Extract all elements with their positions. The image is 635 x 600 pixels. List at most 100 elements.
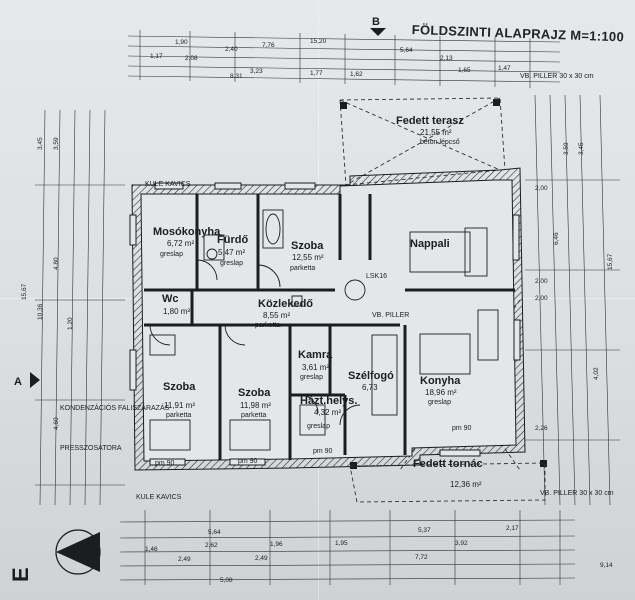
svg-text:2,00: 2,00	[535, 295, 548, 302]
svg-text:parketta: parketta	[290, 265, 315, 272]
svg-text:1,20: 1,20	[67, 317, 74, 330]
svg-text:parketta: parketta	[241, 412, 266, 419]
svg-text:5,64: 5,64	[400, 47, 413, 54]
porch-outline	[349, 462, 546, 503]
bottom-dimension-values: 5,64 5,37 2,17 2,62 1,96 1,95 3,92 2,49 …	[145, 525, 613, 584]
svg-text:3,59: 3,59	[563, 142, 570, 155]
svg-text:1,80 m²: 1,80 m²	[163, 307, 190, 316]
room-kamra: Kamra 3,61 m² greslap	[298, 349, 333, 381]
svg-text:6,72 m²: 6,72 m²	[167, 239, 194, 248]
label-vb-piller-bottom: VB. PILLER 30 x 30 cm	[540, 490, 614, 497]
svg-text:Szélfogó: Szélfogó	[348, 370, 394, 382]
label-pm90: pm 90	[313, 448, 333, 455]
svg-text:1,90: 1,90	[175, 39, 188, 46]
svg-text:10,36: 10,36	[37, 303, 44, 320]
svg-text:2,00: 2,00	[535, 278, 548, 285]
svg-text:1,95: 1,95	[335, 540, 348, 547]
svg-text:parketta: parketta	[255, 322, 280, 329]
svg-text:3,45: 3,45	[37, 137, 44, 150]
svg-text:Szoba: Szoba	[291, 240, 324, 252]
room-szelfogo: Szélfogó 6,73	[348, 370, 394, 392]
svg-text:1,47: 1,47	[498, 65, 511, 72]
svg-text:3,45: 3,45	[578, 142, 585, 155]
svg-text:9,14: 9,14	[600, 562, 613, 569]
room-konyha: Konyha 18,96 m² greslap	[420, 375, 461, 406]
svg-text:1,96: 1,96	[270, 541, 283, 548]
section-marker-b: B	[370, 16, 386, 36]
svg-text:8,55 m²: 8,55 m²	[263, 311, 290, 320]
svg-text:1,46: 1,46	[145, 546, 158, 553]
left-dimension-lines	[35, 109, 125, 506]
svg-text:8,31: 8,31	[230, 73, 243, 80]
label-pm90: pm 90	[155, 460, 175, 467]
interior-walls	[144, 194, 515, 460]
room-fedett-terasz: Fedett terasz 21,55 m² beton lépcső	[396, 115, 464, 146]
svg-text:2,00: 2,00	[535, 185, 548, 192]
left-dimension-values: 10,36 15,67 3,45 3,59 4,80 1,20 4,60	[21, 137, 74, 430]
label-presszosatora: PRESSZOSATORA	[60, 445, 122, 452]
exterior-walls	[131, 167, 526, 471]
svg-text:B: B	[372, 16, 380, 28]
svg-text:7,76: 7,76	[262, 42, 275, 49]
svg-text:11,91 m²: 11,91 m²	[164, 401, 195, 410]
svg-text:1,65: 1,65	[458, 67, 471, 74]
svg-text:12,55 m²: 12,55 m²	[292, 253, 324, 262]
svg-text:3,61 m²: 3,61 m²	[302, 363, 329, 372]
svg-text:4,32 m²: 4,32 m²	[314, 408, 341, 417]
svg-text:5,08: 5,08	[220, 577, 233, 584]
svg-text:Fedett terasz: Fedett terasz	[396, 115, 464, 127]
svg-text:Szoba: Szoba	[238, 387, 271, 399]
svg-text:6,46: 6,46	[553, 232, 560, 245]
svg-text:6,73: 6,73	[362, 383, 378, 392]
room-haztartasi-helyiseg: Házt.helys. 4,32 m² greslap	[300, 395, 357, 430]
top-dimension-lines	[127, 35, 561, 83]
svg-text:21,55 m²: 21,55 m²	[420, 128, 452, 137]
label-vb-piller-top: VB. PILLER 30 x 30 cm	[520, 73, 594, 80]
svg-text:4,02: 4,02	[593, 367, 600, 380]
svg-text:2,26: 2,26	[535, 425, 548, 432]
svg-text:12,36 m²: 12,36 m²	[450, 480, 482, 489]
north-arrow-icon: E	[8, 529, 101, 582]
svg-text:greslap: greslap	[220, 260, 243, 267]
svg-text:Mosókonyha: Mosókonyha	[153, 226, 221, 238]
room-nappali: Nappali	[410, 238, 450, 250]
svg-text:Konyha: Konyha	[420, 375, 461, 387]
room-szoba-1: Szoba 12,55 m² parketta	[290, 240, 324, 272]
svg-text:Közlekedő: Közlekedő	[258, 298, 313, 310]
svg-text:A: A	[14, 376, 22, 388]
svg-text:Szoba: Szoba	[163, 381, 196, 393]
svg-text:greslap: greslap	[160, 251, 183, 258]
label-kondenzacios: KONDENZÁCIÓS FALISZÁRAZÁS	[60, 403, 170, 412]
top-dimension-values: 15,20 7,76 5,64 2,13 1,17 2,08 8,31 1,77…	[150, 38, 511, 80]
room-szoba-3: Szoba 11,98 m² parketta	[238, 387, 271, 419]
svg-text:15,20: 15,20	[310, 38, 327, 45]
svg-text:18,96 m²: 18,96 m²	[425, 388, 457, 397]
label-lsk: LSK16	[366, 273, 387, 280]
svg-text:greslap: greslap	[300, 374, 323, 381]
svg-text:1,77: 1,77	[310, 70, 323, 77]
svg-text:4,80: 4,80	[53, 257, 60, 270]
svg-text:Kamra: Kamra	[298, 349, 333, 361]
svg-text:7,72: 7,72	[415, 554, 428, 561]
section-marker-a: A	[14, 372, 40, 388]
svg-text:15,67: 15,67	[607, 253, 614, 270]
svg-text:2,62: 2,62	[205, 542, 218, 549]
label-vb-piller-mid: VB. PILLER	[372, 312, 409, 319]
svg-text:5,47 m²: 5,47 m²	[218, 248, 245, 257]
svg-text:5,37: 5,37	[418, 527, 431, 534]
svg-text:1,17: 1,17	[150, 53, 163, 60]
label-pm90: pm 90	[452, 425, 472, 432]
svg-text:3,92: 3,92	[455, 540, 468, 547]
right-dimension-values: 15,67 6,46 4,02 2,00 3,45 3,59 2,00 2,00…	[535, 142, 614, 432]
svg-text:Fürdő: Fürdő	[217, 234, 248, 246]
svg-text:greslap: greslap	[428, 399, 451, 406]
bottom-dimension-lines	[119, 510, 576, 585]
room-wc: Wc 1,80 m²	[162, 293, 190, 316]
svg-text:Nappali: Nappali	[410, 238, 450, 250]
svg-text:Házt.helys.: Házt.helys.	[300, 395, 357, 407]
svg-text:2,13: 2,13	[440, 55, 453, 62]
room-kozlekedo: Közlekedő 8,55 m² parketta	[255, 298, 313, 329]
room-szoba-2: Szoba 11,91 m² parketta	[163, 381, 196, 419]
